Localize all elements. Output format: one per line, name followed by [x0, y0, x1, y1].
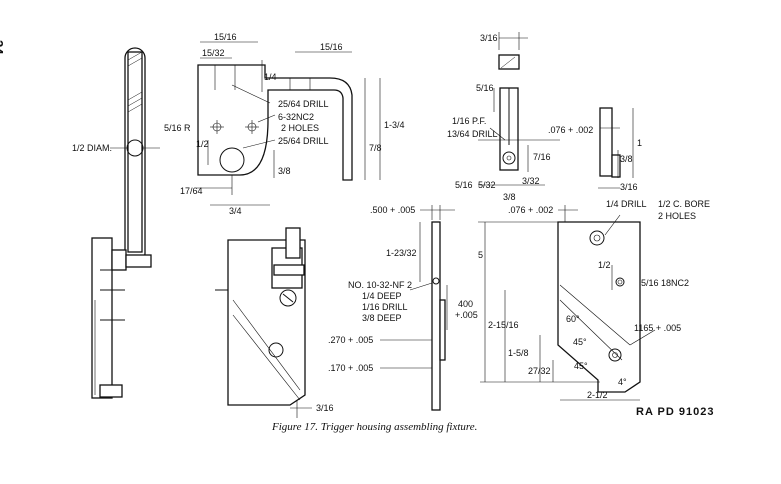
- label-half-diam: 1/2 DIAM.: [72, 143, 112, 153]
- label-one: 1: [637, 138, 642, 148]
- housing-assembly: 3/16: [215, 227, 334, 418]
- label-3-16-b: 3/16: [620, 182, 638, 192]
- label-3-8-c: 3/8: [620, 154, 633, 164]
- label-25-64-drill-b: 25/64 DRILL: [278, 136, 329, 146]
- label-quarter-top: 1/4: [264, 72, 277, 82]
- label-3-32: 3/32: [522, 176, 540, 186]
- label-1-4-drill: 1/4 DRILL: [606, 199, 647, 209]
- label-45-deg-b: 45°: [574, 361, 588, 371]
- label-15-32: 15/32: [202, 48, 225, 58]
- label-170: .170 + .005: [328, 363, 373, 373]
- label-270: .270 + .005: [328, 335, 373, 345]
- label-27-32: 27/32: [528, 366, 551, 376]
- label-3-8-deep: 3/8 DEEP: [362, 313, 402, 323]
- figure-caption: Figure 17. Trigger housing assembling fi…: [272, 421, 478, 433]
- label-five: 5: [478, 250, 483, 260]
- rod-part: 1/2 DIAM.: [72, 47, 160, 264]
- label-6-32: 6-32NC2: [278, 112, 314, 122]
- label-076-a: .076 + .002: [548, 125, 593, 135]
- label-5-16-b: 5/16: [455, 180, 473, 190]
- label-4-deg: 4°: [618, 377, 627, 387]
- pin-holder-part: 5/16 1/16 P.F. 13/64 DRILL 7/16 5/16 5/3…: [447, 83, 560, 202]
- label-5-32: 5/32: [478, 180, 496, 190]
- label-45-deg-a: 45°: [573, 337, 587, 347]
- label-3-16-c: 3/16: [316, 403, 334, 413]
- label-5-16-18nc2: 5/16 18NC2: [641, 278, 689, 288]
- label-3-8-b: 3/8: [503, 192, 516, 202]
- label-1165: 1165 + .005: [634, 323, 681, 333]
- label-1-3-4: 1-3/4: [384, 120, 405, 130]
- label-plus-005: +.005: [455, 310, 478, 320]
- label-60-deg: 60°: [566, 314, 580, 324]
- small-block-part: 3/16: [480, 32, 528, 70]
- label-1-2-cbore: 1/2 C. BORE: [658, 199, 710, 209]
- label-1-23-32: 1-23/32: [386, 248, 417, 258]
- label-1-16-drill: 1/16 DRILL: [362, 302, 408, 312]
- label-13-64-drill: 13/64 DRILL: [447, 129, 498, 139]
- label-3-4: 3/4: [229, 206, 242, 216]
- label-3-8-a: 3/8: [278, 166, 291, 176]
- label-1-16-pf: 1/16 P.F.: [452, 116, 486, 126]
- label-2-15-16: 2-15/16: [488, 320, 519, 330]
- slide-part: .500 + .005 1-23/32 NO. 10-32-NF 2 1/4 D…: [328, 205, 478, 411]
- label-7-8: 7/8: [369, 143, 382, 153]
- plate-part: .076 + .002 1/4 DRILL 1/2 C. BORE 2 HOLE…: [478, 199, 710, 401]
- label-5-16-a: 5/16: [476, 83, 494, 93]
- label-7-16: 7/16: [533, 152, 551, 162]
- label-400: 400: [458, 299, 473, 309]
- label-15-16-b: 15/16: [320, 42, 343, 52]
- label-17-64: 17/64: [180, 186, 203, 196]
- reference-number: RA PD 91023: [636, 406, 715, 418]
- label-2-holes-b: 2 HOLES: [658, 211, 696, 221]
- label-half-b: 1/2: [598, 260, 611, 270]
- label-15-16-a: 15/16: [214, 32, 237, 42]
- label-half-a: 1/2: [196, 139, 209, 149]
- label-1-5-8: 1-5/8: [508, 348, 529, 358]
- label-3-16-a: 3/16: [480, 33, 498, 43]
- label-25-64-drill-a: 25/64 DRILL: [278, 99, 329, 109]
- label-500: .500 + .005: [370, 205, 415, 215]
- label-5-16-r: 5/16 R: [164, 123, 191, 133]
- thin-plate-part: .076 + .002 3/8 1 3/16: [548, 107, 642, 192]
- label-1-4-deep: 1/4 DEEP: [362, 291, 402, 301]
- label-2-holes-a: 2 HOLES: [281, 123, 319, 133]
- rod-assembly: [91, 237, 152, 399]
- label-2-1-2: 2-1/2: [587, 390, 608, 400]
- label-no-10-32: NO. 10-32-NF 2: [348, 280, 412, 290]
- bracket-part: 15/16 15/32 15/16 1/4 25/64 DRILL 6-32NC…: [164, 32, 405, 216]
- label-076-b: .076 + .002: [508, 205, 553, 215]
